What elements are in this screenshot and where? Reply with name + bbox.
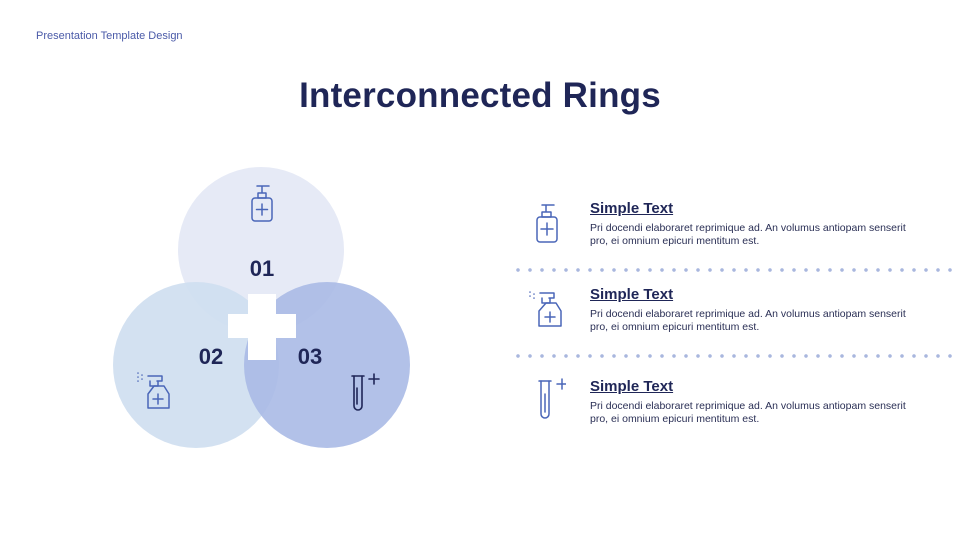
list-item: Simple Text Pri docendi elaboraret repri… — [520, 200, 940, 280]
ring-01-label: 01 — [250, 256, 274, 281]
test-tube-icon — [351, 373, 380, 411]
ring-02-label: 02 — [199, 344, 223, 369]
item-text: Pri docendi elaboraret reprimique ad. An… — [590, 308, 906, 333]
dotted-divider — [512, 268, 952, 272]
page-title: Interconnected Rings — [299, 76, 661, 115]
test-tube-icon — [538, 378, 566, 419]
spray-bottle-icon — [529, 291, 562, 327]
item-heading: Simple Text — [590, 378, 674, 395]
item-text: Pri docendi elaboraret reprimique ad. An… — [590, 400, 906, 425]
item-heading: Simple Text — [590, 286, 674, 303]
dotted-divider — [512, 354, 952, 358]
list-item: Simple Text Pri docendi elaboraret repri… — [520, 286, 940, 366]
item-heading: Simple Text — [590, 200, 674, 217]
ring-03-label: 03 — [298, 344, 322, 369]
plus-icon — [228, 294, 296, 360]
soap-dispenser-icon — [251, 185, 273, 222]
item-text: Pri docendi elaboraret reprimique ad. An… — [590, 222, 906, 247]
soap-dispenser-icon — [536, 204, 558, 243]
brand-label: Presentation Template Design — [36, 30, 183, 42]
spray-bottle-icon — [137, 372, 170, 409]
list-item: Simple Text Pri docendi elaboraret repri… — [520, 378, 940, 458]
